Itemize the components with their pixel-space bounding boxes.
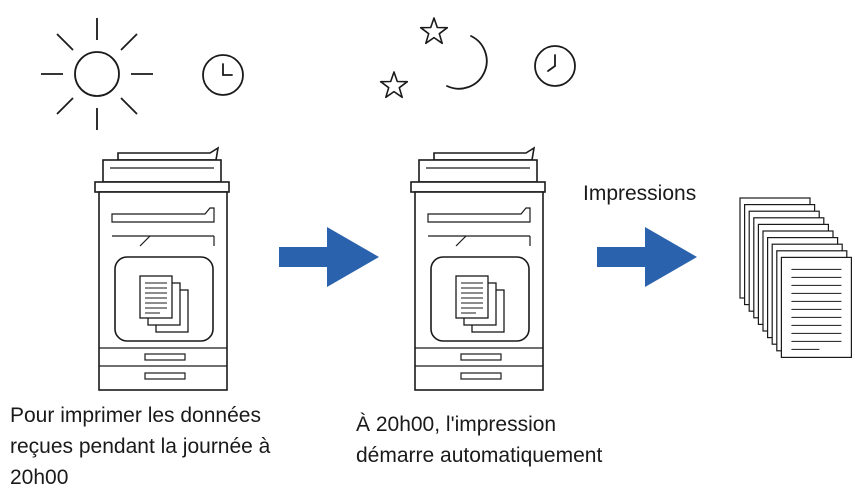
printer-icon	[410, 147, 546, 391]
prints-label: Impressions	[583, 182, 697, 205]
clock-icon	[202, 54, 244, 96]
sun-icon	[41, 18, 153, 130]
arrow-right-icon	[279, 227, 379, 287]
printer-icon	[94, 147, 230, 391]
paper-stack-icon	[739, 197, 853, 358]
clock-icon	[534, 45, 576, 87]
paper-sheet	[780, 256, 853, 358]
star-icon	[379, 71, 409, 99]
arrow-right-icon	[597, 227, 697, 287]
caption-day-reception: Pour imprimer les données reçues pendant…	[10, 404, 271, 489]
moon-icon	[446, 35, 488, 90]
star-icon	[419, 17, 449, 45]
caption-night-printing: À 20h00, l'impression démarre automatiqu…	[356, 413, 603, 467]
